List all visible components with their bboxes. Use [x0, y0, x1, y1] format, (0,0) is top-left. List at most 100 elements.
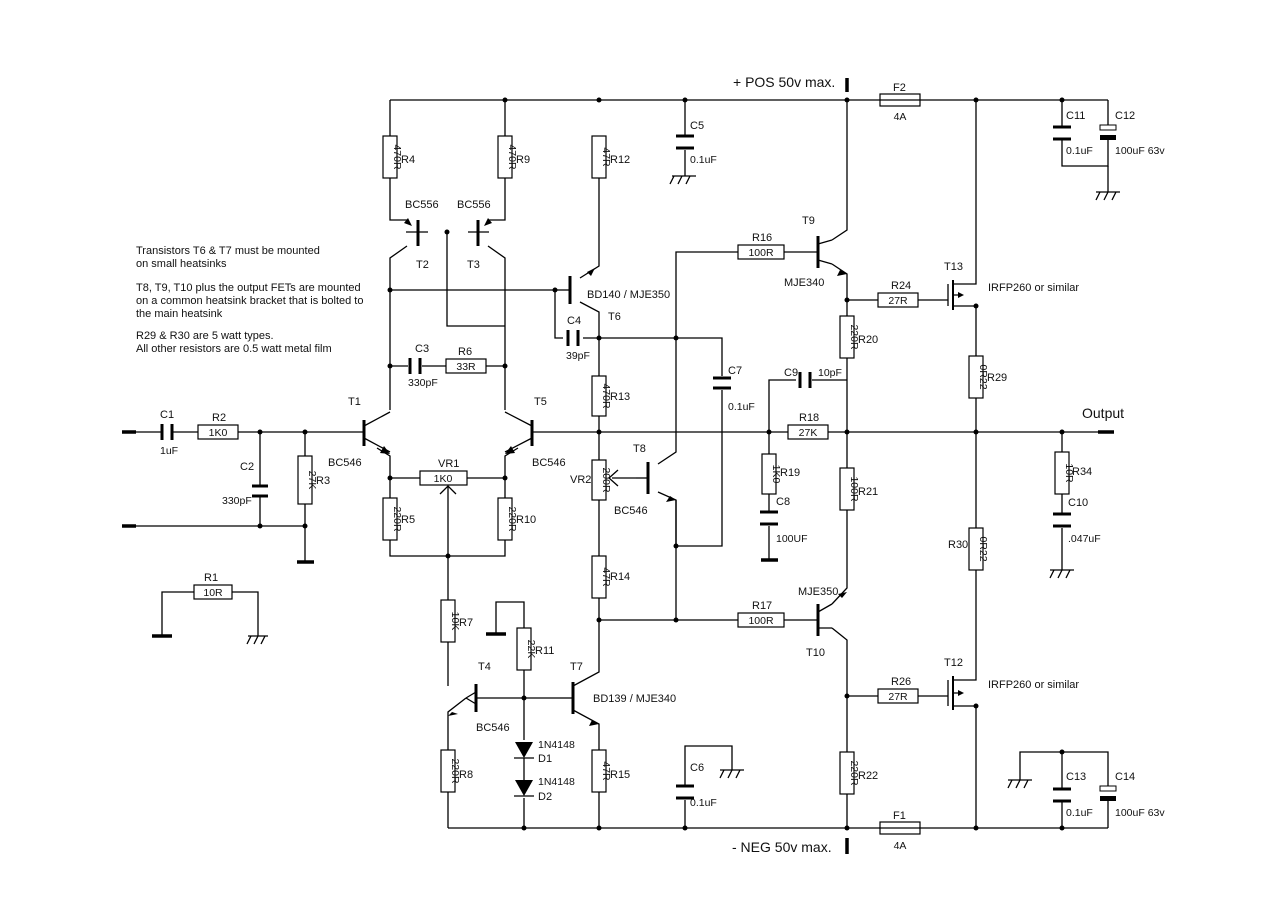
svg-text:on a common heatsink bracket t: on a common heatsink bracket that is bol… [136, 295, 363, 307]
svg-text:Transistors T6 & T7 must be mo: Transistors T6 & T7 must be mounted [136, 245, 320, 257]
svg-text:R22: R22 [858, 770, 878, 782]
svg-text:T12: T12 [944, 657, 963, 669]
resistor-R7: 10K R7 [440, 599, 473, 643]
resistor-R13: 470R R13 [591, 375, 630, 417]
svg-text:R8: R8 [459, 769, 473, 781]
svg-text:C7: C7 [728, 365, 742, 377]
svg-text:C13: C13 [1066, 771, 1086, 783]
svg-text:R15: R15 [610, 769, 630, 781]
value: 330pF [408, 377, 438, 389]
transistor-T7: T7 BD139 / MJE340 [560, 661, 676, 726]
svg-text:C5: C5 [690, 120, 704, 132]
resistor-R12: 47R R12 [591, 135, 630, 179]
transistor-T3: BC556 T3 [457, 199, 492, 271]
svg-text:R26: R26 [891, 676, 911, 688]
svg-text:C1: C1 [160, 409, 174, 421]
capacitor-C2: C2 330pF [222, 461, 268, 507]
value: 10R [203, 587, 223, 599]
value: 0.1uF [728, 401, 755, 413]
value: 0.1uF [690, 797, 717, 809]
transistor-T9: T9 MJE340 [784, 215, 847, 289]
svg-text:R30: R30 [948, 539, 968, 551]
capacitor-C4: C4 39pF [566, 315, 590, 362]
value: 47R [600, 147, 612, 167]
capacitor-C5: C5 0.1uF [676, 120, 717, 166]
resistor-R2: 1K0 R2 [197, 412, 239, 440]
value: 100R [848, 476, 860, 502]
svg-text:R16: R16 [752, 232, 772, 244]
value: 10R [1063, 463, 1075, 483]
value: MJE350 [798, 586, 838, 598]
value: 27R [888, 295, 908, 307]
fet-T12: T12 IRFP260 or similar [944, 657, 1079, 710]
svg-text:R9: R9 [516, 154, 530, 166]
resistor-R21: 100R R21 [839, 467, 878, 511]
svg-text:VR1: VR1 [438, 458, 459, 470]
capacitor-C1: C1 1uF [158, 409, 178, 457]
resistor-R5: 220R R5 [382, 497, 415, 541]
value: 220R [391, 506, 403, 532]
value: 220R [506, 506, 518, 532]
svg-text:T4: T4 [478, 661, 491, 673]
resistor-R17: 100R R17 [737, 600, 785, 628]
svg-text:F1: F1 [893, 810, 906, 822]
ground-symbols [246, 175, 1120, 789]
svg-text:C2: C2 [240, 461, 254, 473]
value: 200R [600, 467, 612, 493]
svg-text:R6: R6 [458, 346, 472, 358]
resistor-R30: 0R22 R30 [948, 527, 989, 571]
transistor-T2: BC556 T2 [404, 199, 439, 271]
resistor-R34: 10R R34 [1054, 451, 1092, 495]
svg-text:C8: C8 [776, 496, 790, 508]
value: 220R [848, 760, 860, 786]
svg-text:R13: R13 [610, 391, 630, 403]
svg-text:R14: R14 [610, 571, 630, 583]
value: 1N4148 [538, 776, 575, 788]
fuse-F2: F2 4A [879, 82, 921, 123]
value: 470R [600, 383, 612, 409]
svg-text:T3: T3 [467, 259, 480, 271]
svg-text:T6: T6 [608, 311, 621, 323]
svg-text:C12: C12 [1115, 110, 1135, 122]
resistor-R14: 47R R14 [591, 555, 630, 599]
svg-text:R3: R3 [316, 475, 330, 487]
svg-text:R11: R11 [535, 645, 554, 657]
resistor-R18: 27K R18 [787, 412, 829, 440]
value: 100uF 63v [1115, 807, 1165, 819]
resistor-R1: 10R R1 [193, 572, 233, 600]
value: 470R [506, 144, 518, 170]
capacitor-C9: C9 10pF [784, 367, 842, 388]
resistor-R19: 1K0 R19 [761, 453, 800, 495]
value: 33R [456, 361, 476, 373]
resistor-R16: 100R R16 [737, 232, 785, 260]
svg-text:T10: T10 [806, 647, 825, 659]
value: 220R [449, 758, 461, 784]
resistor-R24: 27R R24 [877, 280, 919, 308]
transistor-T8: T8 BC546 [614, 443, 676, 517]
pos-supply-label: + POS 50v max. [733, 74, 835, 90]
svg-text:D1: D1 [538, 753, 552, 765]
value: 1N4148 [538, 739, 575, 751]
svg-text:F2: F2 [893, 82, 906, 94]
svg-text:R17: R17 [752, 600, 772, 612]
svg-text:VR2: VR2 [570, 474, 591, 486]
svg-text:R34: R34 [1072, 466, 1092, 478]
svg-text:on small heatsinks: on small heatsinks [136, 258, 227, 270]
svg-text:T8, T9, T10 plus the output FE: T8, T9, T10 plus the output FETs are mou… [136, 282, 361, 294]
terminals [122, 78, 1114, 854]
value: 0R22 [977, 364, 989, 389]
value: 10K [449, 612, 461, 631]
fet-T13: T13 IRFP260 or similar [944, 261, 1079, 310]
value: 100R [748, 247, 774, 259]
resistor-R6: 33R R6 [445, 346, 487, 374]
svg-text:R10: R10 [516, 514, 536, 526]
svg-text:T8: T8 [633, 443, 646, 455]
value: .047uF [1068, 533, 1101, 545]
svg-text:C11: C11 [1066, 110, 1085, 122]
capacitor-C10: C10 .047uF [1053, 497, 1101, 545]
svg-text:R29: R29 [987, 372, 1007, 384]
value: 0.1uF [1066, 145, 1093, 157]
value: 4A [894, 840, 907, 852]
svg-text:C3: C3 [415, 343, 429, 355]
svg-text:C4: C4 [567, 315, 581, 327]
